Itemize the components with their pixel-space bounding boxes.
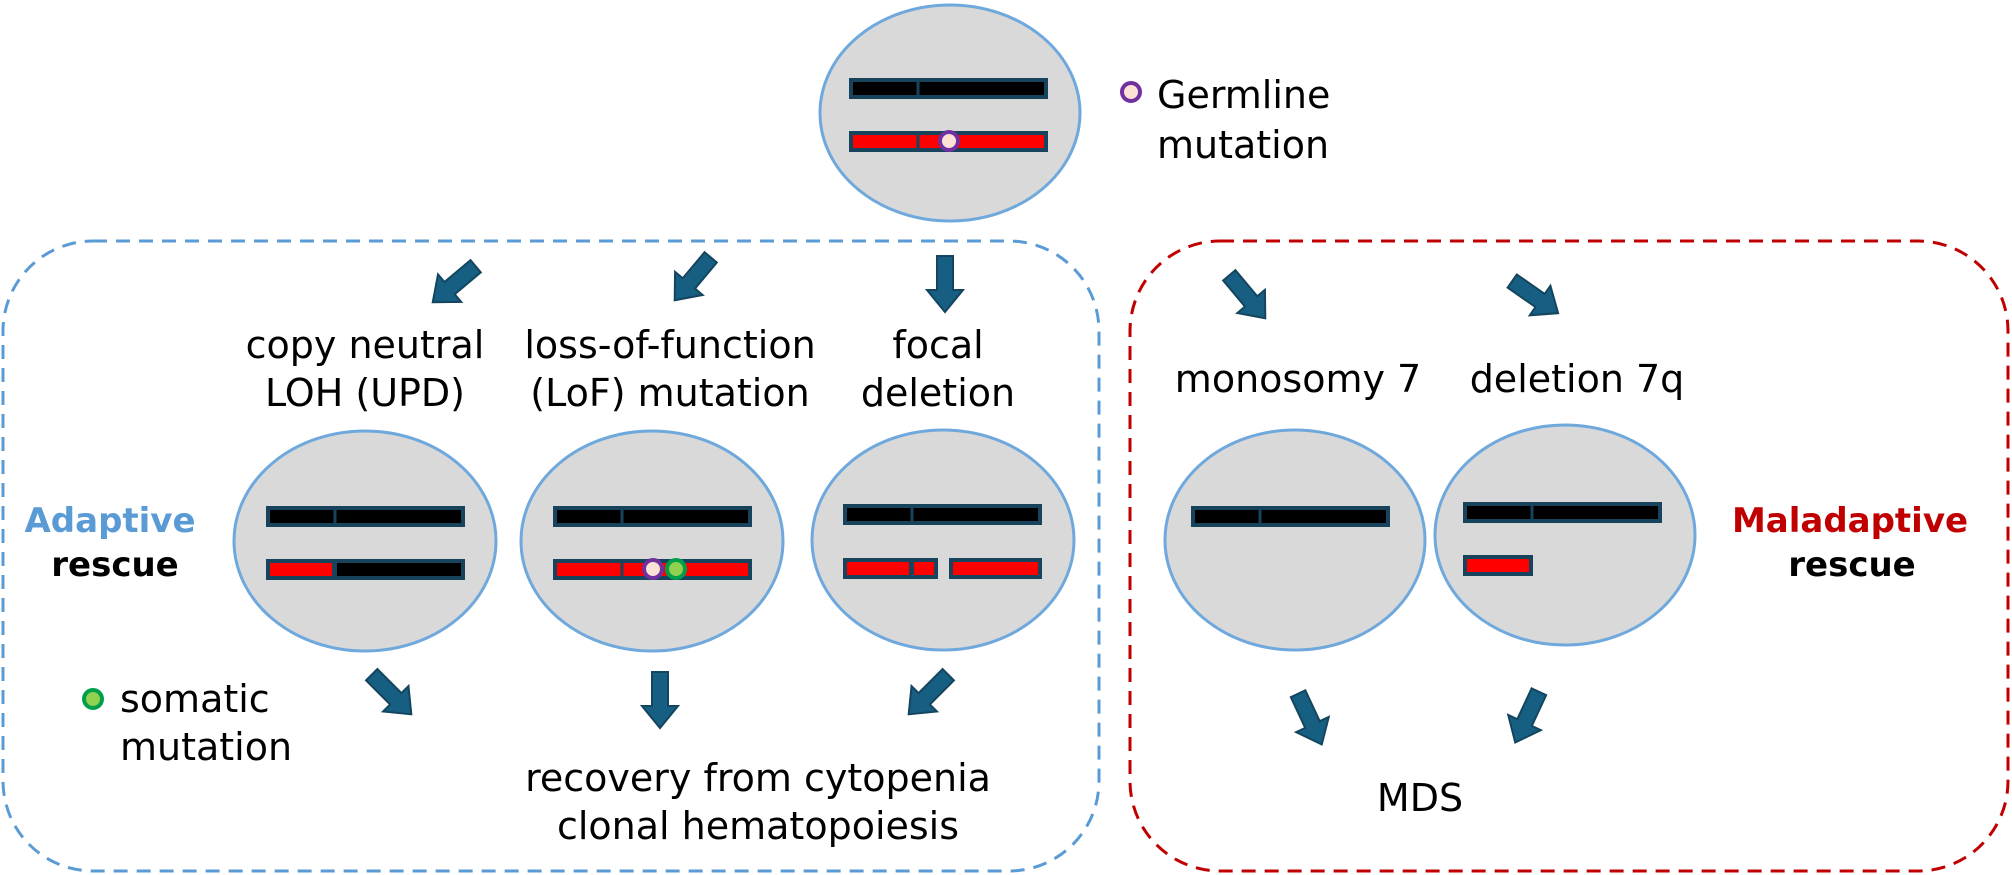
adaptive-outcome-line2: clonal hematopoiesis [557,804,959,848]
somatic-legend: somatic mutation [82,677,292,769]
maladaptive-title: Maladaptive [1732,501,1968,541]
chromosome-normal [849,78,1048,99]
cell-monosomy-7 [1163,428,1427,652]
arrow-loh-to-outcome [357,660,426,729]
cell-deletion-7q [1433,423,1697,647]
event-label-loh-line2: LOH (UPD) [265,371,465,415]
adaptive-rescue-box [1,239,1101,873]
event-label-monosomy7: monosomy 7 [1175,357,1421,401]
somatic-legend-line1: somatic [120,677,270,721]
somatic-legend-line2: mutation [120,725,292,769]
event-label-lof-line2: (LoF) mutation [530,371,809,415]
event-label-deletion7q: deletion 7q [1470,357,1685,401]
germline-mutation-marker [642,558,664,580]
arrow-del7q-to-mds [1497,683,1557,752]
arrow-to-lof [659,244,726,313]
germline-legend-line2: mutation [1157,123,1329,167]
germline-marker-icon [1120,81,1142,103]
somatic-marker-icon [82,688,104,710]
maladaptive-rescue-box [1128,239,2010,873]
germline-legend-line1: Germline [1157,73,1330,117]
event-label-loh-line1: copy neutral [246,323,485,367]
arrow-focal-to-outcome [894,660,963,729]
arrow-lof-to-outcome [641,671,679,729]
somatic-mutation-marker [665,558,687,580]
adaptive-title: Adaptive [24,501,195,541]
arrow-to-focal [926,255,964,313]
arrow-monosomy-to-mds [1280,685,1340,754]
maladaptive-outcome: MDS [1377,776,1463,820]
cell-lof-mutation [519,429,785,653]
event-label-focal-line1: focal [892,323,983,367]
germline-mutation-marker [938,130,960,152]
cell-focal-deletion [810,428,1076,652]
initial-cell [818,3,1082,223]
arrow-to-loh [420,251,489,318]
cell-copy-neutral-loh [232,429,498,653]
maladaptive-subtitle: rescue [1788,545,1915,585]
adaptive-subtitle: rescue [51,545,178,585]
event-label-lof-line1: loss-of-function [524,323,815,367]
germline-legend: Germline mutation [1120,73,1330,167]
event-label-focal-line2: deletion [861,371,1015,415]
arrow-to-del7q [1500,265,1570,329]
adaptive-outcome-line1: recovery from cytopenia [525,756,991,800]
arrow-to-monosomy [1214,262,1281,331]
